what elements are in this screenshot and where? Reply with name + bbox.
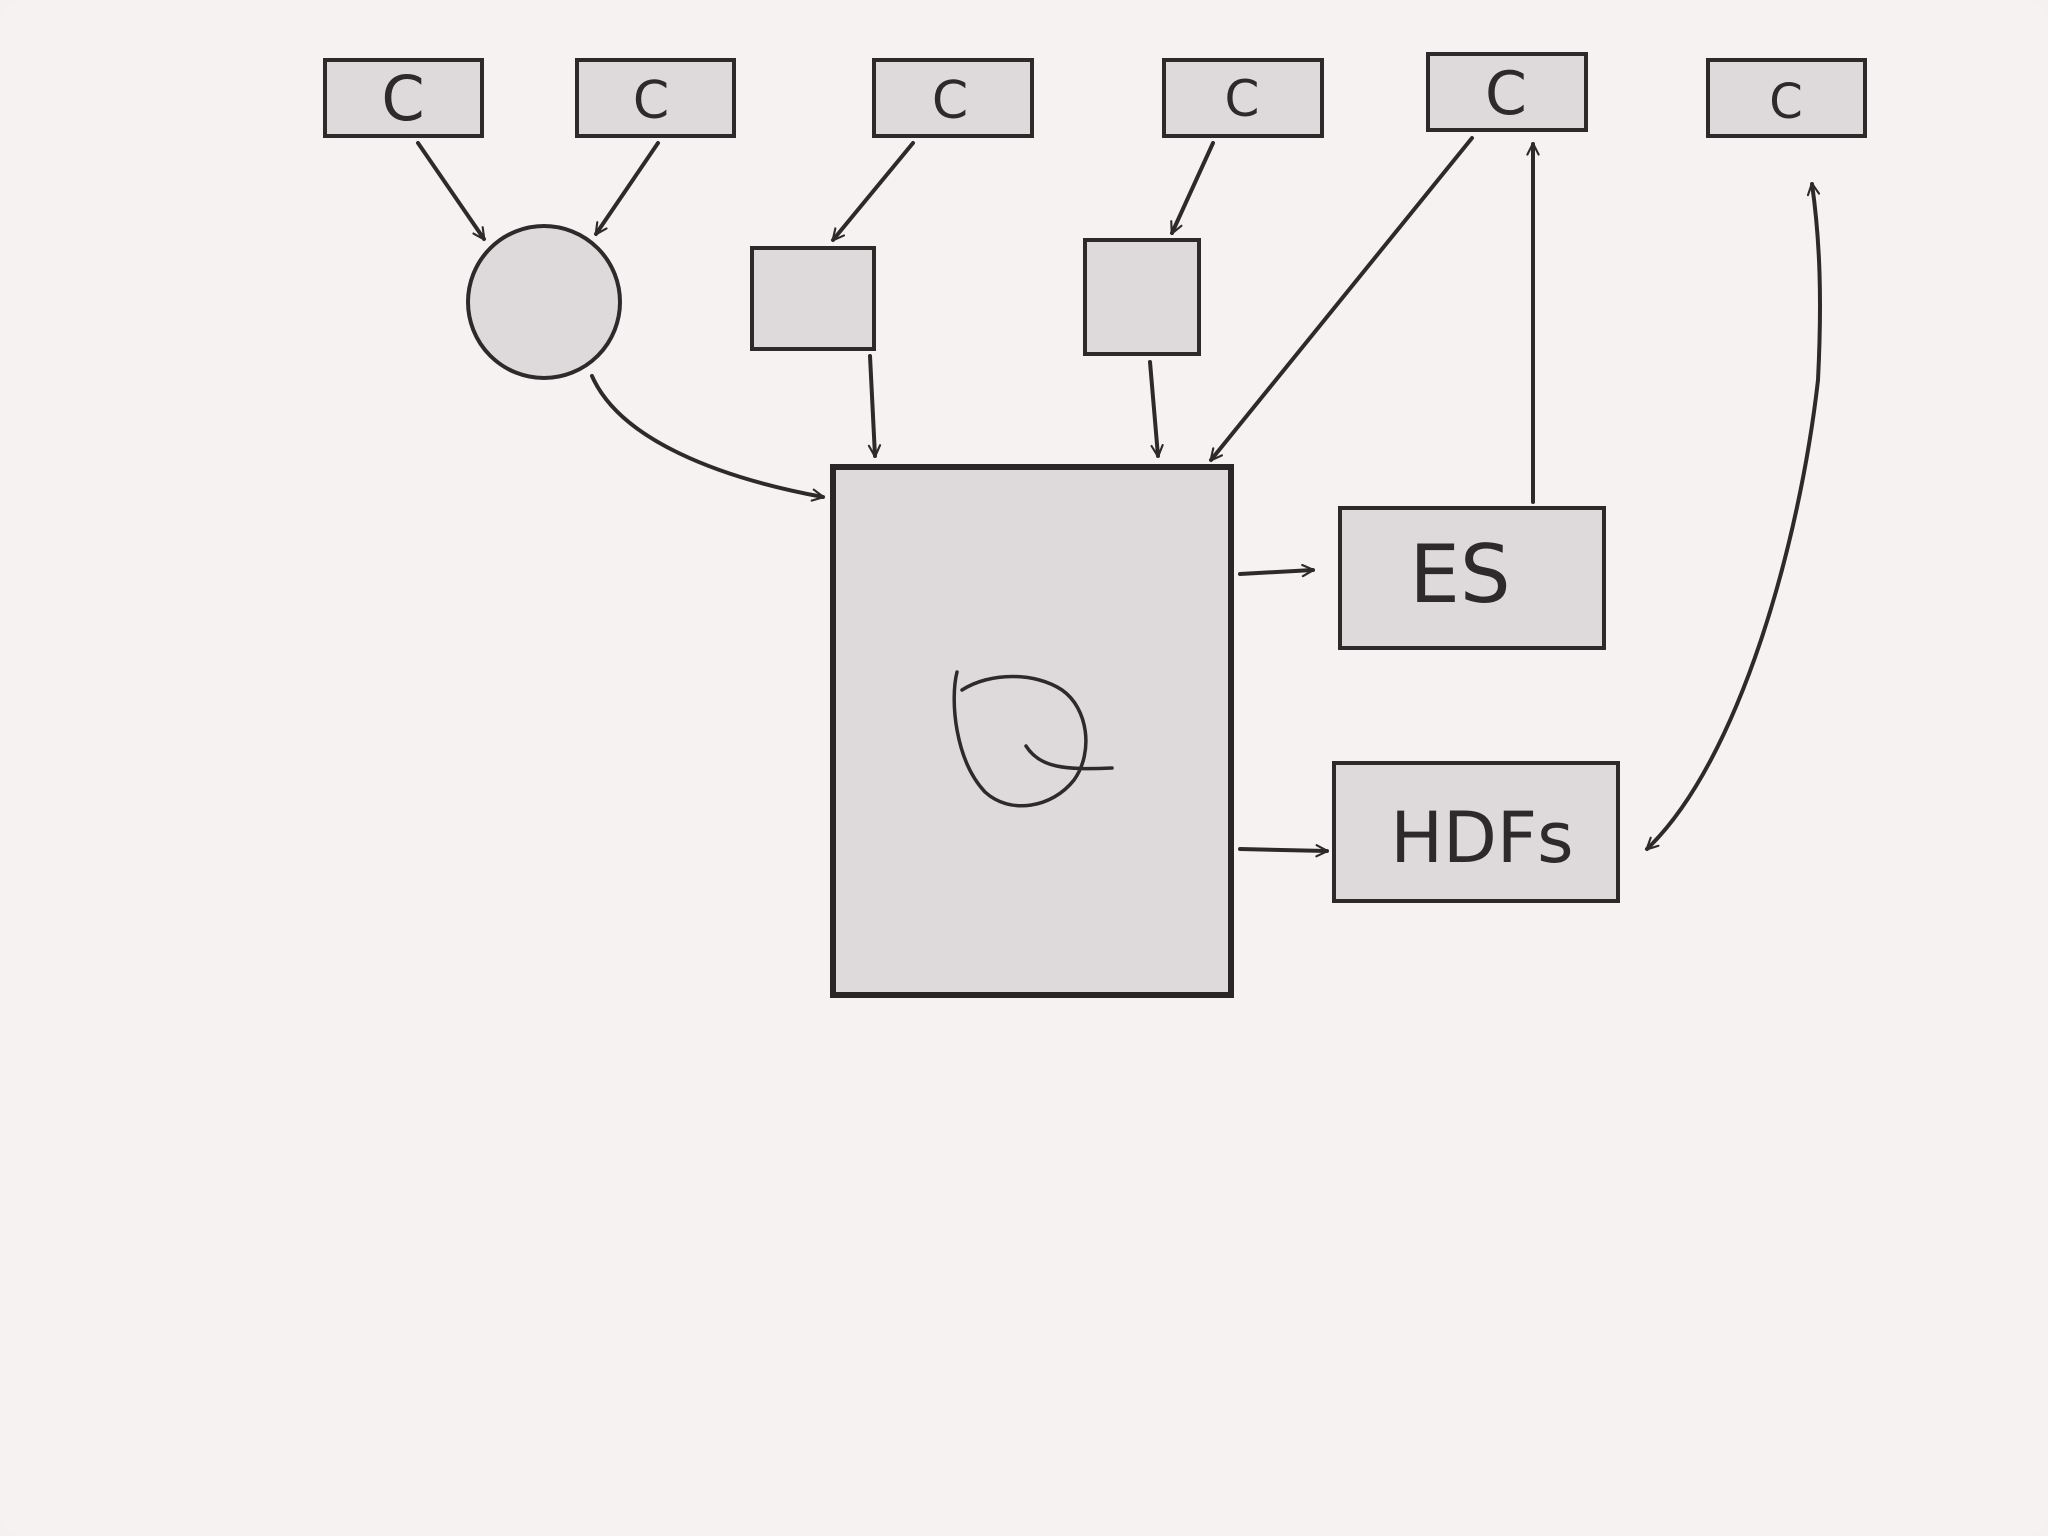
- edge-center-hdfs: [1238, 844, 1329, 858]
- edge-box-center-left: [867, 354, 882, 458]
- relay-box-right: [1083, 238, 1201, 356]
- client-label: C: [1225, 70, 1260, 128]
- client-box-4: C: [1162, 58, 1324, 138]
- edge-c5-center: [1209, 136, 1474, 462]
- client-label: C: [381, 62, 424, 135]
- edge-circle-center: [590, 374, 825, 502]
- hdfs-store: HDFs: [1332, 761, 1620, 903]
- client-label: C: [1769, 74, 1803, 130]
- edge-c2-circle: [594, 141, 660, 236]
- aggregator-circle: [466, 224, 622, 380]
- es-label: ES: [1409, 528, 1510, 621]
- edge-box-center-right: [1148, 360, 1164, 458]
- client-box-5: C: [1426, 52, 1588, 132]
- edge-c3-box: [831, 141, 915, 242]
- edge-c1-circle: [416, 141, 486, 241]
- client-label: C: [633, 71, 669, 131]
- q-glyph-icon: [952, 670, 1114, 808]
- edge-center-es: [1238, 563, 1315, 578]
- client-label: C: [1485, 59, 1527, 129]
- central-processor: [830, 464, 1234, 998]
- client-label: C: [932, 71, 968, 131]
- es-store: ES: [1338, 506, 1606, 650]
- client-box-3: C: [872, 58, 1034, 138]
- client-box-2: C: [575, 58, 736, 138]
- relay-box-left: [750, 246, 876, 351]
- hdfs-label: HDFs: [1390, 797, 1573, 879]
- edge-hdfs-c6-bidirectional: [1645, 182, 1822, 851]
- client-box-6: C: [1706, 58, 1867, 138]
- edge-c4-box: [1170, 141, 1215, 235]
- client-box-1: C: [323, 58, 484, 138]
